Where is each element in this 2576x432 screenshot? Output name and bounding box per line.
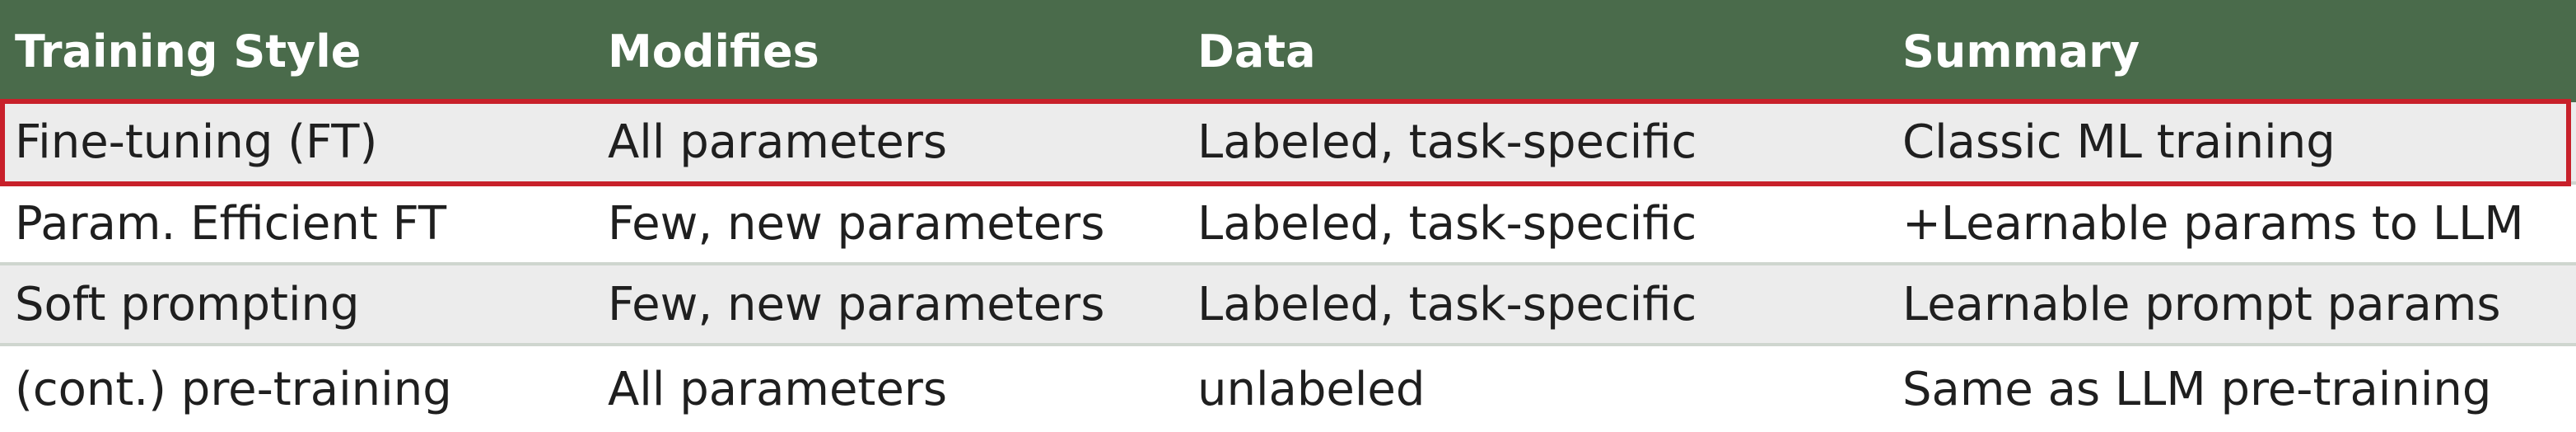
cell-modifies: Few, new parameters: [608, 277, 1105, 331]
cell-modifies: All parameters: [608, 362, 948, 416]
cell-training-style: Soft prompting: [15, 277, 360, 331]
cell-training-style: Param. Efficient FT: [15, 196, 447, 251]
cell-summary: Learnable prompt params: [1902, 277, 2501, 331]
table-row: Soft prompting Few, new parameters Label…: [0, 265, 2576, 346]
header-modifies: Modifies: [608, 25, 819, 77]
header-data: Data: [1197, 25, 1316, 77]
cell-training-style: Fine-tuning (FT): [15, 115, 378, 169]
cell-modifies: Few, new parameters: [608, 196, 1105, 251]
cell-summary: +Learnable params to LLM: [1902, 196, 2524, 251]
cell-data: unlabeled: [1197, 362, 1426, 416]
table-row: Fine-tuning (FT) All parameters Labeled,…: [0, 102, 2576, 185]
cell-modifies: All parameters: [608, 115, 948, 169]
cell-summary: Classic ML training: [1902, 115, 2336, 169]
table-row: Param. Efficient FT Few, new parameters …: [0, 185, 2576, 265]
cell-data: Labeled, task-specific: [1197, 115, 1697, 169]
table-row: (cont.) pre-training All parameters unla…: [0, 346, 2576, 432]
cell-data: Labeled, task-specific: [1197, 196, 1697, 251]
table-header-row: Training Style Modifies Data Summary: [0, 0, 2576, 102]
cell-summary: Same as LLM pre-training: [1902, 362, 2492, 416]
cell-data: Labeled, task-specific: [1197, 277, 1697, 331]
cell-training-style: (cont.) pre-training: [15, 362, 452, 416]
header-training-style: Training Style: [15, 25, 362, 77]
header-summary: Summary: [1902, 25, 2140, 77]
